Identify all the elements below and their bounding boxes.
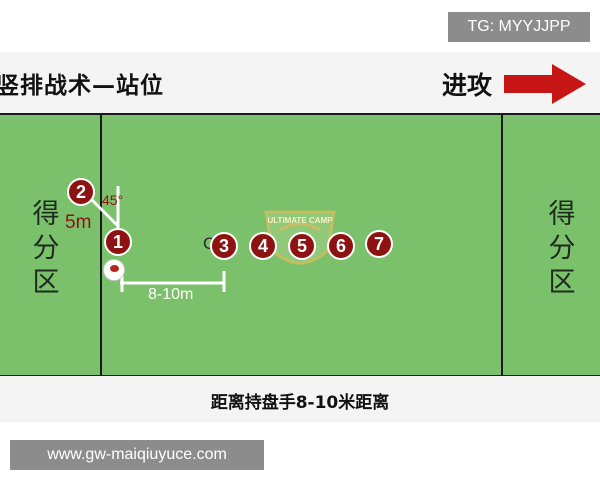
diagram-caption: 距离持盘手8-10米距离: [210, 393, 390, 413]
five-m-label: 5m: [65, 212, 92, 233]
player-1: 1: [104, 228, 132, 256]
disc-logo-icon: [110, 265, 119, 272]
header-band: [0, 52, 600, 114]
tg-watermark: TG: MYYJJPP: [448, 12, 590, 42]
endzone-char: 区: [32, 267, 60, 298]
player-5: 5: [288, 232, 316, 260]
angle-label: 45°: [102, 192, 124, 208]
attack-label: 进攻: [442, 71, 493, 100]
right-endzone-line: [501, 114, 503, 376]
endzone-char: 区: [548, 267, 576, 298]
endzone-char: 得: [548, 199, 576, 230]
endzone-char: 分: [32, 233, 60, 264]
disc-icon: [103, 259, 125, 281]
diagram-title: 竖排战术—站位: [0, 73, 164, 99]
left-endzone-line: [100, 114, 102, 376]
player-7: 7: [365, 230, 393, 258]
left-endzone-label: 得 分 区: [26, 198, 66, 300]
player-6: 6: [327, 232, 355, 260]
url-watermark: www.gw-maiqiuyuce.com: [10, 440, 264, 470]
endzone-char: 分: [548, 233, 576, 264]
logo-text: ULTIMATE CAMP: [267, 216, 333, 225]
right-endzone-label: 得 分 区: [542, 198, 582, 300]
player-3: 3: [210, 232, 238, 260]
endzone-char: 得: [32, 199, 60, 230]
field-top-line: [0, 113, 600, 115]
player-2: 2: [67, 178, 95, 206]
attack-arrow-icon: [504, 64, 586, 104]
player-4: 4: [249, 232, 277, 260]
caption-band: [0, 376, 600, 422]
distance-label: 8-10m: [148, 286, 194, 303]
